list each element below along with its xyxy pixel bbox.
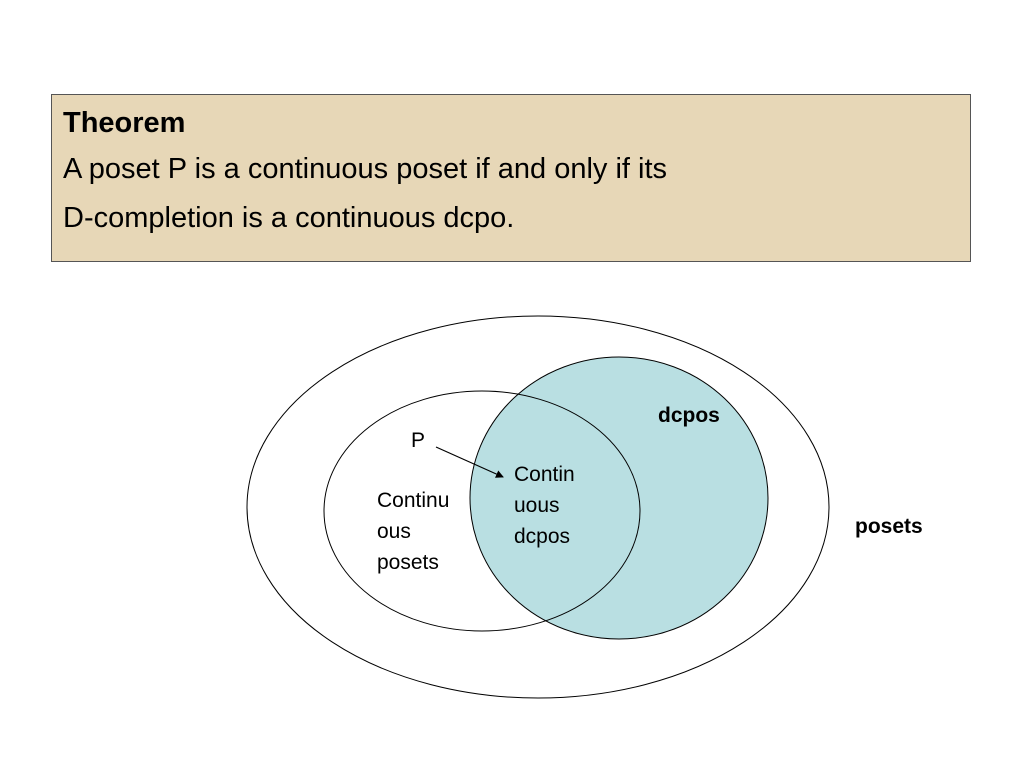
continuous-posets-label: Continu ous posets bbox=[377, 489, 449, 574]
continuous-dcpos-line: Contin bbox=[514, 463, 575, 486]
continuous-dcpos-label: Contin uous dcpos bbox=[514, 463, 575, 548]
continuous-posets-line: Continu bbox=[377, 489, 449, 512]
p-arrow bbox=[435, 446, 504, 478]
theorem-box: Theorem A poset P is a continuous poset … bbox=[51, 94, 971, 262]
continuous-dcpos-line: dcpos bbox=[514, 525, 570, 548]
theorem-statement-line-2: D-completion is a continuous dcpo. bbox=[63, 202, 515, 234]
posets-label: posets bbox=[855, 515, 923, 538]
continuous-posets-ellipse bbox=[323, 390, 641, 632]
point-p-label: P bbox=[411, 429, 425, 452]
theorem-statement-line-1: A poset P is a continuous poset if and o… bbox=[63, 153, 668, 185]
dcpos-label: dcpos bbox=[658, 404, 720, 427]
continuous-dcpos-line: uous bbox=[514, 494, 560, 517]
theorem-title: Theorem bbox=[63, 107, 186, 139]
continuous-posets-line: posets bbox=[377, 551, 439, 574]
continuous-posets-line: ous bbox=[377, 520, 411, 543]
dcpos-circle bbox=[469, 356, 769, 640]
